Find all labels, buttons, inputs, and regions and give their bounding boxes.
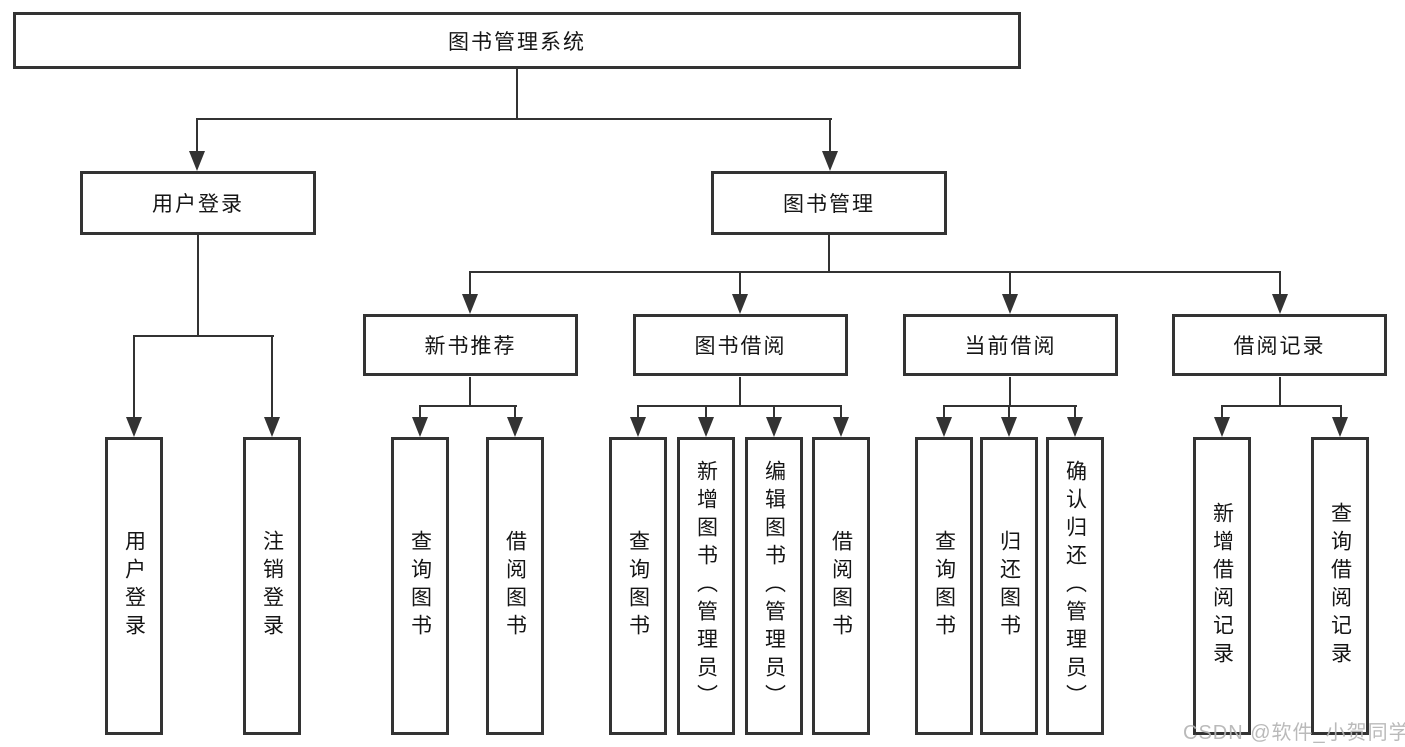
node-current-borrowing: 当前借阅 bbox=[903, 314, 1118, 376]
connector-line-v bbox=[739, 273, 741, 295]
node-label: 查询借阅记录 bbox=[1328, 502, 1352, 670]
leaf-query-books-recommend: 查询图书 bbox=[391, 437, 449, 735]
connector-line-v bbox=[1340, 407, 1342, 419]
connector-line-v bbox=[705, 407, 707, 419]
connector-line-v bbox=[637, 407, 639, 419]
arrow-down bbox=[630, 417, 646, 437]
node-label: 借阅图书 bbox=[503, 530, 527, 642]
leaf-add-book-admin: 新增图书（管理员） bbox=[677, 437, 735, 735]
connector-line-h bbox=[196, 118, 832, 120]
connector-line-v bbox=[1279, 273, 1281, 295]
leaf-borrow-books-recommend: 借阅图书 bbox=[486, 437, 544, 735]
connector-line-v bbox=[773, 407, 775, 419]
leaf-query-books-current: 查询图书 bbox=[915, 437, 973, 735]
arrow-down bbox=[264, 417, 280, 437]
connector-line-v bbox=[196, 120, 198, 154]
connector-line-h bbox=[469, 271, 1281, 273]
node-book-borrowing: 图书借阅 bbox=[633, 314, 848, 376]
node-label: 新增图书（管理员） bbox=[694, 460, 718, 712]
arrow-down bbox=[1001, 417, 1017, 437]
arrow-down bbox=[1214, 417, 1230, 437]
node-library-management-system: 图书管理系统 bbox=[13, 12, 1021, 69]
leaf-return-book: 归还图书 bbox=[980, 437, 1038, 735]
connector-line-v bbox=[1009, 377, 1011, 406]
connector-line-v bbox=[1279, 377, 1281, 406]
node-label: 查询图书 bbox=[626, 530, 650, 642]
leaf-query-borrow-record: 查询借阅记录 bbox=[1311, 437, 1369, 735]
arrow-down bbox=[833, 417, 849, 437]
arrow-down bbox=[936, 417, 952, 437]
connector-line-v bbox=[514, 407, 516, 419]
leaf-edit-book-admin: 编辑图书（管理员） bbox=[745, 437, 803, 735]
leaf-add-borrow-record: 新增借阅记录 bbox=[1193, 437, 1251, 735]
connector-line-v bbox=[1009, 273, 1011, 295]
node-borrowing-records: 借阅记录 bbox=[1172, 314, 1387, 376]
connector-line-v bbox=[516, 69, 518, 120]
node-label: 用户登录 bbox=[122, 530, 146, 642]
connector-line-v bbox=[1221, 407, 1223, 419]
arrow-down bbox=[1067, 417, 1083, 437]
connector-line-v bbox=[469, 273, 471, 295]
connector-line-v bbox=[828, 235, 830, 273]
node-label: 图书借阅 bbox=[694, 335, 787, 358]
leaf-logout: 注销登录 bbox=[243, 437, 301, 735]
node-book-management: 图书管理 bbox=[711, 171, 947, 235]
arrow-down bbox=[766, 417, 782, 437]
arrow-down bbox=[189, 151, 205, 171]
node-label: 借阅图书 bbox=[829, 530, 853, 642]
node-label: 图书管理 bbox=[783, 193, 875, 216]
connector-line-v bbox=[197, 235, 199, 337]
connector-line-h bbox=[637, 405, 842, 407]
node-label: 图书管理系统 bbox=[448, 30, 586, 54]
csdn-watermark: CSDN @软件_小贺同学 bbox=[1183, 722, 1405, 744]
connector-line-v bbox=[829, 120, 831, 154]
node-label: 新增借阅记录 bbox=[1210, 502, 1234, 670]
arrow-down bbox=[1272, 294, 1288, 314]
arrow-down bbox=[1332, 417, 1348, 437]
connector-line-v bbox=[469, 377, 471, 406]
leaf-confirm-return-admin: 确认归还（管理员） bbox=[1046, 437, 1104, 735]
node-label: 借阅记录 bbox=[1233, 335, 1326, 358]
arrow-down bbox=[507, 417, 523, 437]
connector-line-v bbox=[419, 407, 421, 419]
node-label: 注销登录 bbox=[260, 530, 284, 642]
arrow-down bbox=[698, 417, 714, 437]
node-label: 编辑图书（管理员） bbox=[762, 460, 786, 712]
node-label: 查询图书 bbox=[932, 530, 956, 642]
connector-line-v bbox=[943, 407, 945, 419]
connector-line-v bbox=[1008, 407, 1010, 419]
node-label: 新书推荐 bbox=[424, 335, 517, 358]
arrow-down bbox=[126, 417, 142, 437]
node-new-book-recommendation: 新书推荐 bbox=[363, 314, 578, 376]
connector-line-h bbox=[1221, 405, 1342, 407]
connector-line-v bbox=[133, 337, 135, 419]
connector-line-v bbox=[271, 337, 273, 419]
leaf-query-books-borrow: 查询图书 bbox=[609, 437, 667, 735]
node-label: 当前借阅 bbox=[964, 335, 1057, 358]
connector-line-h bbox=[943, 405, 1077, 407]
node-user-login: 用户登录 bbox=[80, 171, 316, 235]
node-label: 归还图书 bbox=[997, 530, 1021, 642]
arrow-down bbox=[822, 151, 838, 171]
connector-line-v bbox=[1074, 407, 1076, 419]
node-label: 查询图书 bbox=[408, 530, 432, 642]
leaf-borrow-books-borrow: 借阅图书 bbox=[812, 437, 870, 735]
arrow-down bbox=[732, 294, 748, 314]
connector-line-h bbox=[419, 405, 517, 407]
node-label: 确认归还（管理员） bbox=[1063, 460, 1087, 712]
arrow-down bbox=[412, 417, 428, 437]
arrow-down bbox=[462, 294, 478, 314]
leaf-user-login: 用户登录 bbox=[105, 437, 163, 735]
arrow-down bbox=[1002, 294, 1018, 314]
connector-line-v bbox=[840, 407, 842, 419]
connector-line-h bbox=[133, 335, 274, 337]
node-label: 用户登录 bbox=[152, 193, 244, 216]
connector-line-v bbox=[739, 377, 741, 406]
